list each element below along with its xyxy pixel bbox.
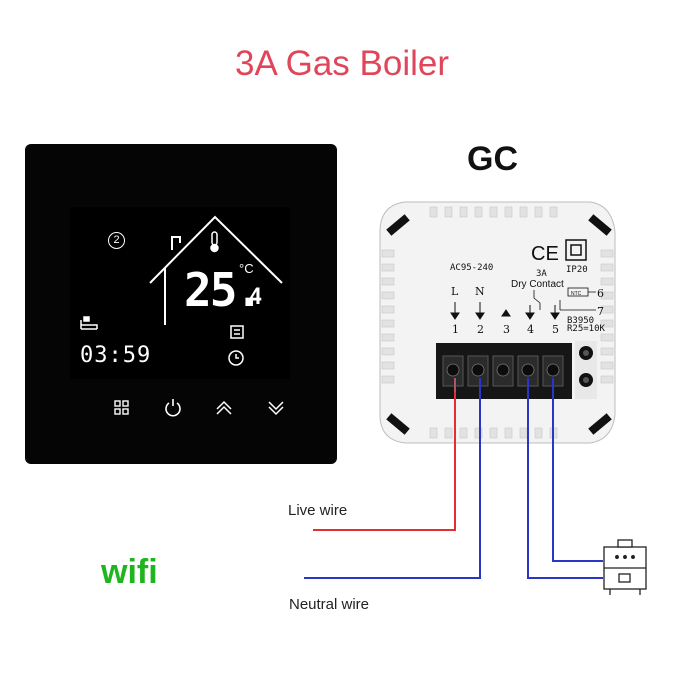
chevron-down-icon xyxy=(268,401,284,416)
rating-label: 3A xyxy=(536,269,547,279)
boiler-wire-5 xyxy=(552,378,603,562)
down-button[interactable] xyxy=(264,396,288,420)
live-wire xyxy=(313,378,456,531)
temperature-unit: °C xyxy=(239,261,254,276)
terminal-7: 7 xyxy=(597,305,604,318)
thermostat-screen xyxy=(70,207,290,379)
power-button[interactable] xyxy=(161,396,185,420)
neutral-wire-label: Neutral wire xyxy=(289,596,370,613)
ip-rating: IP20 xyxy=(566,265,588,275)
clock-display: 03:59 xyxy=(80,343,152,368)
wiring-module: AC95-240 CE IP20 3A Dry Contact NTC 6 7 … xyxy=(379,201,616,444)
live-wire-label: Live wire xyxy=(288,502,348,519)
contact-label: Dry Contact xyxy=(511,279,564,290)
terminal-6: 6 xyxy=(597,287,604,300)
terminal-4: 4 xyxy=(527,323,534,336)
boiler-icon xyxy=(603,539,647,595)
sensor-beta: B3950 xyxy=(567,316,594,326)
diagram-title: 3A Gas Boiler xyxy=(235,44,449,83)
ntc-label: NTC xyxy=(571,291,582,297)
sensor-resistance: R25=10K xyxy=(567,324,606,334)
terminal-1: 1 xyxy=(452,323,459,336)
double-insulation-icon xyxy=(565,239,587,261)
power-icon xyxy=(165,399,181,417)
temperature-decimal: 4 xyxy=(249,285,263,310)
neutral-wire xyxy=(304,378,481,579)
boiler-wire-4 xyxy=(527,378,603,579)
mode-number: 2 xyxy=(108,232,125,249)
bed-icon xyxy=(80,316,98,330)
clock-icon xyxy=(228,350,244,366)
voltage-label: AC95-240 xyxy=(450,263,493,273)
heating-icon xyxy=(230,325,244,339)
terminal-5: 5 xyxy=(552,323,559,336)
terminal-letter-N: N xyxy=(475,285,485,298)
up-button[interactable] xyxy=(212,396,236,420)
house-outline xyxy=(149,215,283,325)
temperature-reading: 25. xyxy=(184,263,263,317)
model-label: GC xyxy=(467,140,518,178)
ce-mark: CE xyxy=(531,243,559,265)
terminal-2: 2 xyxy=(477,323,484,336)
terminal-3: 3 xyxy=(503,323,510,336)
wifi-label: wifi xyxy=(101,553,158,591)
terminal-letter-L: L xyxy=(451,285,459,298)
menu-button[interactable] xyxy=(109,396,133,420)
grid-icon xyxy=(114,400,129,415)
thermometer-icon xyxy=(210,231,219,253)
chevron-up-icon xyxy=(216,400,232,415)
